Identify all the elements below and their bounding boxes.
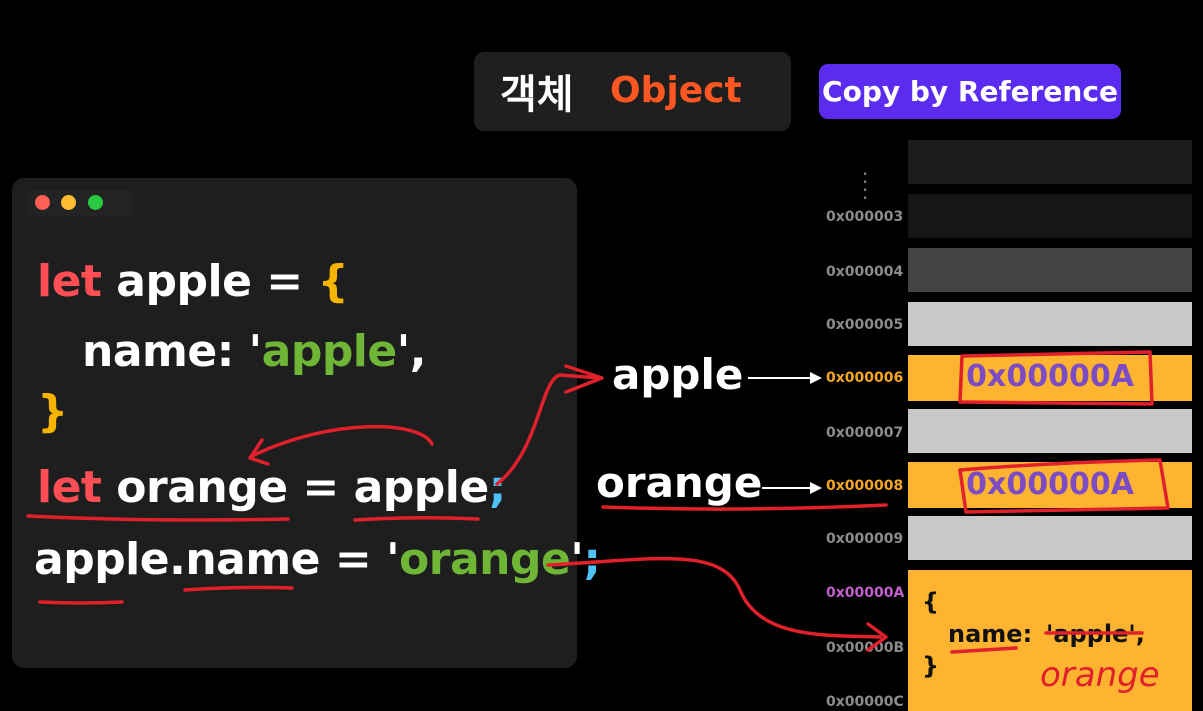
underline-orange-label bbox=[601, 503, 888, 511]
apple-reference-value: 0x00000A bbox=[966, 359, 1134, 394]
code-line-1: let apple = { bbox=[37, 256, 349, 307]
new-value-handwritten: orange bbox=[1040, 655, 1160, 695]
apple-variable-label: apple bbox=[612, 350, 744, 399]
code-line-5: apple.name = 'orange'; bbox=[34, 534, 601, 585]
arrow-head-apple bbox=[564, 364, 604, 394]
arrow-right-icon bbox=[810, 372, 822, 384]
code-editor: let apple = { name: 'apple', } let orang… bbox=[12, 178, 601, 668]
object-close-brace: } bbox=[922, 652, 940, 680]
address-label: 0x000008 bbox=[826, 478, 904, 494]
code-line-3: } bbox=[37, 386, 68, 437]
arrow-curve-to-object bbox=[546, 556, 882, 639]
arrow-head-orange bbox=[248, 438, 270, 466]
underline-apple bbox=[353, 515, 480, 522]
title-box: 객체 Object bbox=[474, 52, 791, 131]
underline-key bbox=[950, 646, 1018, 654]
box-apple-value bbox=[958, 350, 1154, 406]
arrow-curve-to-apple bbox=[495, 373, 602, 486]
arrow-right-icon bbox=[810, 482, 822, 494]
underline-apple-short bbox=[38, 600, 124, 605]
memory-cell-object bbox=[908, 570, 1192, 711]
address-label: 0x00000A bbox=[826, 585, 905, 601]
ellipsis-icon: ···· bbox=[862, 162, 869, 210]
box-orange-value bbox=[958, 458, 1170, 514]
arrow-head-object bbox=[866, 622, 888, 652]
copy-by-reference-badge: Copy by Reference bbox=[819, 64, 1121, 119]
title-korean: 객체 bbox=[500, 72, 574, 118]
title-english: Object bbox=[610, 70, 742, 111]
address-label: 0x000005 bbox=[826, 317, 904, 333]
memory-cell-top bbox=[908, 140, 1192, 184]
memory-cell-4 bbox=[908, 248, 1192, 292]
memory-cell-6 bbox=[908, 355, 1192, 401]
address-label: 0x000009 bbox=[826, 531, 904, 547]
address-label: 0x000007 bbox=[826, 425, 904, 441]
code-line-4: let orange = apple; bbox=[37, 462, 506, 513]
memory-cell-9 bbox=[908, 516, 1192, 560]
address-label: 0x000003 bbox=[826, 209, 904, 225]
memory-cell-3 bbox=[908, 194, 1192, 238]
close-dot-icon bbox=[35, 195, 50, 210]
object-key: name: bbox=[948, 620, 1033, 648]
maximize-dot-icon bbox=[88, 195, 103, 210]
memory-cell-7 bbox=[908, 409, 1192, 453]
underline-name bbox=[183, 585, 294, 592]
arrow-curve-orange bbox=[250, 424, 434, 458]
memory-cell-5 bbox=[908, 302, 1192, 346]
code-line-2: name: 'apple', bbox=[82, 326, 426, 377]
minimize-dot-icon bbox=[61, 195, 76, 210]
address-label: 0x000006 bbox=[826, 370, 904, 386]
address-label: 0x00000B bbox=[826, 640, 905, 656]
orange-arrow bbox=[762, 487, 812, 489]
address-label: 0x00000C bbox=[826, 694, 904, 710]
memory-cell-8 bbox=[908, 462, 1192, 508]
apple-arrow bbox=[748, 377, 812, 379]
address-label: 0x000004 bbox=[826, 264, 904, 280]
underline-let-orange bbox=[26, 514, 290, 522]
orange-reference-value: 0x00000A bbox=[966, 467, 1134, 502]
orange-variable-label: orange bbox=[596, 458, 763, 507]
object-open-brace: { bbox=[922, 588, 940, 616]
